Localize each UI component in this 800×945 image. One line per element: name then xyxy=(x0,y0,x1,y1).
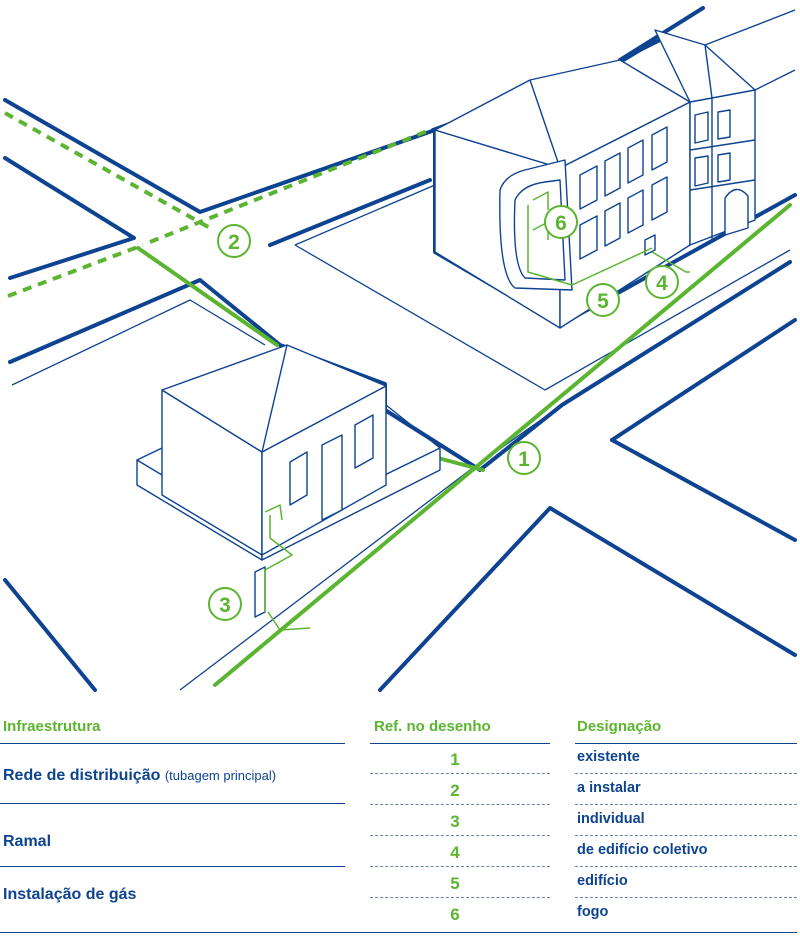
callout-4-label: 4 xyxy=(656,272,668,295)
row-divider xyxy=(575,773,797,774)
callout-1: 1 xyxy=(507,441,541,475)
table-bottom-rule xyxy=(0,932,797,933)
ref-3: 3 xyxy=(450,812,460,831)
row-divider xyxy=(575,804,797,805)
header-ref: Ref. no desenho xyxy=(374,718,491,735)
header-rule-1 xyxy=(0,743,345,744)
callout-3-label: 3 xyxy=(219,594,231,617)
row-divider xyxy=(575,866,797,867)
designation-1: existente xyxy=(577,749,640,765)
designation-2: a instalar xyxy=(577,780,641,796)
callout-6: 6 xyxy=(544,205,578,239)
ref-6: 6 xyxy=(450,905,460,924)
gas-infrastructure-illustration: 1 2 3 4 5 6 xyxy=(3,6,797,692)
designation-6: fogo xyxy=(577,904,609,920)
callout-2-label: 2 xyxy=(228,231,240,254)
row-divider xyxy=(370,804,550,805)
ref-2: 2 xyxy=(450,781,460,800)
category-rede: Rede de distribuição (tubagem principal) xyxy=(3,767,276,785)
designation-3: individual xyxy=(577,811,645,827)
category-ramal: Ramal xyxy=(3,833,52,850)
category-instalacao: Instalação de gás xyxy=(3,886,137,903)
ref-5: 5 xyxy=(450,874,460,893)
row-divider xyxy=(370,897,550,898)
header-designacao: Designação xyxy=(577,718,662,735)
row-divider xyxy=(370,866,550,867)
house xyxy=(136,344,441,618)
callout-5-label: 5 xyxy=(597,290,609,313)
callout-4: 4 xyxy=(645,265,679,299)
network-solid xyxy=(136,203,792,687)
callout-5: 5 xyxy=(586,283,620,317)
row-divider xyxy=(370,835,550,836)
network-dashed xyxy=(4,111,431,298)
callout-2: 2 xyxy=(217,224,251,258)
designation-4: de edifício coletivo xyxy=(577,842,708,858)
ref-4: 4 xyxy=(450,843,460,862)
service-pipes xyxy=(264,191,690,631)
header-rule-3 xyxy=(575,743,797,744)
thin-lines xyxy=(11,184,791,691)
apartment-building xyxy=(434,9,796,329)
category-rule-2 xyxy=(0,866,345,867)
callout-1-label: 1 xyxy=(518,448,530,471)
row-divider xyxy=(575,897,797,898)
header-infraestrutura: Infraestrutura xyxy=(3,718,101,735)
ref-1: 1 xyxy=(450,750,460,769)
header-rule-2 xyxy=(370,743,550,744)
row-divider xyxy=(370,773,550,774)
callout-3: 3 xyxy=(208,587,242,621)
row-divider xyxy=(575,835,797,836)
callout-6-label: 6 xyxy=(555,212,567,235)
category-rede-note: (tubagem principal) xyxy=(164,768,277,783)
category-rule-1 xyxy=(0,803,345,804)
designation-5: edifício xyxy=(577,873,628,889)
category-rede-label: Rede de distribuição xyxy=(3,767,161,784)
